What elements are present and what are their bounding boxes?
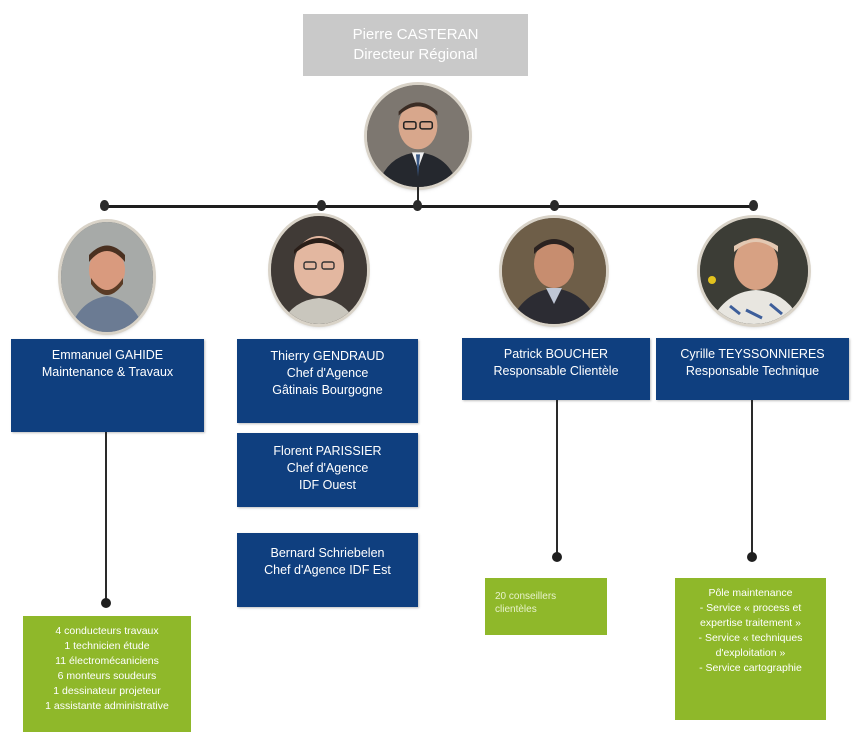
team-box: 4 conducteurs travaux 1 technicien étude…	[23, 616, 191, 732]
branch-connector	[556, 400, 558, 555]
person-photo-icon	[367, 85, 469, 187]
team-box: 20 conseillers clientèles	[485, 578, 607, 635]
manager-card: Thierry GENDRAUD Chef d'Agence Gâtinais …	[237, 339, 418, 423]
manager-photo	[700, 218, 808, 324]
horizontal-connector	[104, 205, 754, 208]
agency-manager-role: Chef d'Agence IDF Est	[264, 563, 391, 577]
team-box: Pôle maintenance - Service « process et …	[675, 578, 826, 720]
connector-node	[317, 200, 326, 211]
agency-name: IDF Ouest	[299, 478, 356, 492]
team-line: - Service cartographie	[699, 662, 802, 674]
manager-role: Responsable Clientèle	[493, 364, 619, 378]
connector-node	[747, 552, 757, 562]
team-line: 4 conducteurs travaux	[55, 625, 159, 637]
director-connector	[417, 187, 419, 207]
branch-connector	[105, 432, 107, 602]
connector-node	[100, 200, 109, 211]
manager-name: Patrick BOUCHER	[503, 347, 609, 361]
manager-card: Emmanuel GAHIDE Maintenance & Travaux	[11, 339, 204, 432]
manager-photo	[502, 218, 606, 324]
team-line: 11 électromécaniciens	[55, 655, 159, 667]
manager-name: Cyrille TEYSSONNIERES	[680, 347, 825, 361]
manager-role: Chef d'Agence	[286, 366, 369, 380]
agency-card: Florent PARISSIER Chef d'Agence IDF Oues…	[237, 433, 418, 507]
person-photo-icon	[61, 222, 153, 332]
connector-node	[550, 200, 559, 211]
manager-role: Responsable Technique	[685, 364, 820, 378]
team-line: Pôle maintenance	[708, 587, 793, 599]
person-photo-icon	[502, 218, 606, 324]
connector-node	[552, 552, 562, 562]
manager-photo	[271, 216, 367, 324]
team-line: - Service « techniques	[698, 632, 803, 644]
manager-name: Emmanuel GAHIDE	[51, 348, 164, 362]
branch-connector	[751, 400, 753, 555]
agency-manager-role: Chef d'Agence	[286, 461, 369, 475]
connector-node	[413, 200, 422, 211]
manager-role: Gâtinais Bourgogne	[272, 383, 383, 397]
director-name: Pierre CASTERAN	[352, 26, 479, 43]
team-line: 1 dessinateur projeteur	[53, 685, 161, 697]
connector-node	[749, 200, 758, 211]
director-title-box: Pierre CASTERAN Directeur Régional	[303, 14, 528, 76]
agency-manager-name: Bernard Schriebelen	[270, 546, 385, 560]
team-line: 20 conseillers	[495, 591, 557, 602]
person-photo-icon	[271, 216, 367, 324]
team-line: d'exploitation »	[715, 647, 786, 659]
team-line: expertise traitement »	[700, 617, 801, 629]
team-line: 1 assistante administrative	[45, 700, 169, 712]
director-title: Directeur Régional	[353, 46, 478, 63]
team-line: - Service « process et	[699, 602, 802, 614]
director-photo	[367, 85, 469, 187]
manager-role: Maintenance & Travaux	[41, 365, 174, 379]
agency-card: Bernard Schriebelen Chef d'Agence IDF Es…	[237, 533, 418, 607]
team-line: 1 technicien étude	[64, 640, 150, 652]
manager-card: Cyrille TEYSSONNIERES Responsable Techni…	[656, 338, 849, 400]
team-line: 6 monteurs soudeurs	[57, 670, 157, 682]
person-photo-icon	[700, 218, 808, 324]
team-line: clientèles	[495, 604, 537, 615]
agency-manager-name: Florent PARISSIER	[273, 444, 382, 458]
connector-node	[101, 598, 111, 608]
manager-name: Thierry GENDRAUD	[270, 349, 385, 363]
manager-photo	[61, 222, 153, 332]
manager-card: Patrick BOUCHER Responsable Clientèle	[462, 338, 650, 400]
